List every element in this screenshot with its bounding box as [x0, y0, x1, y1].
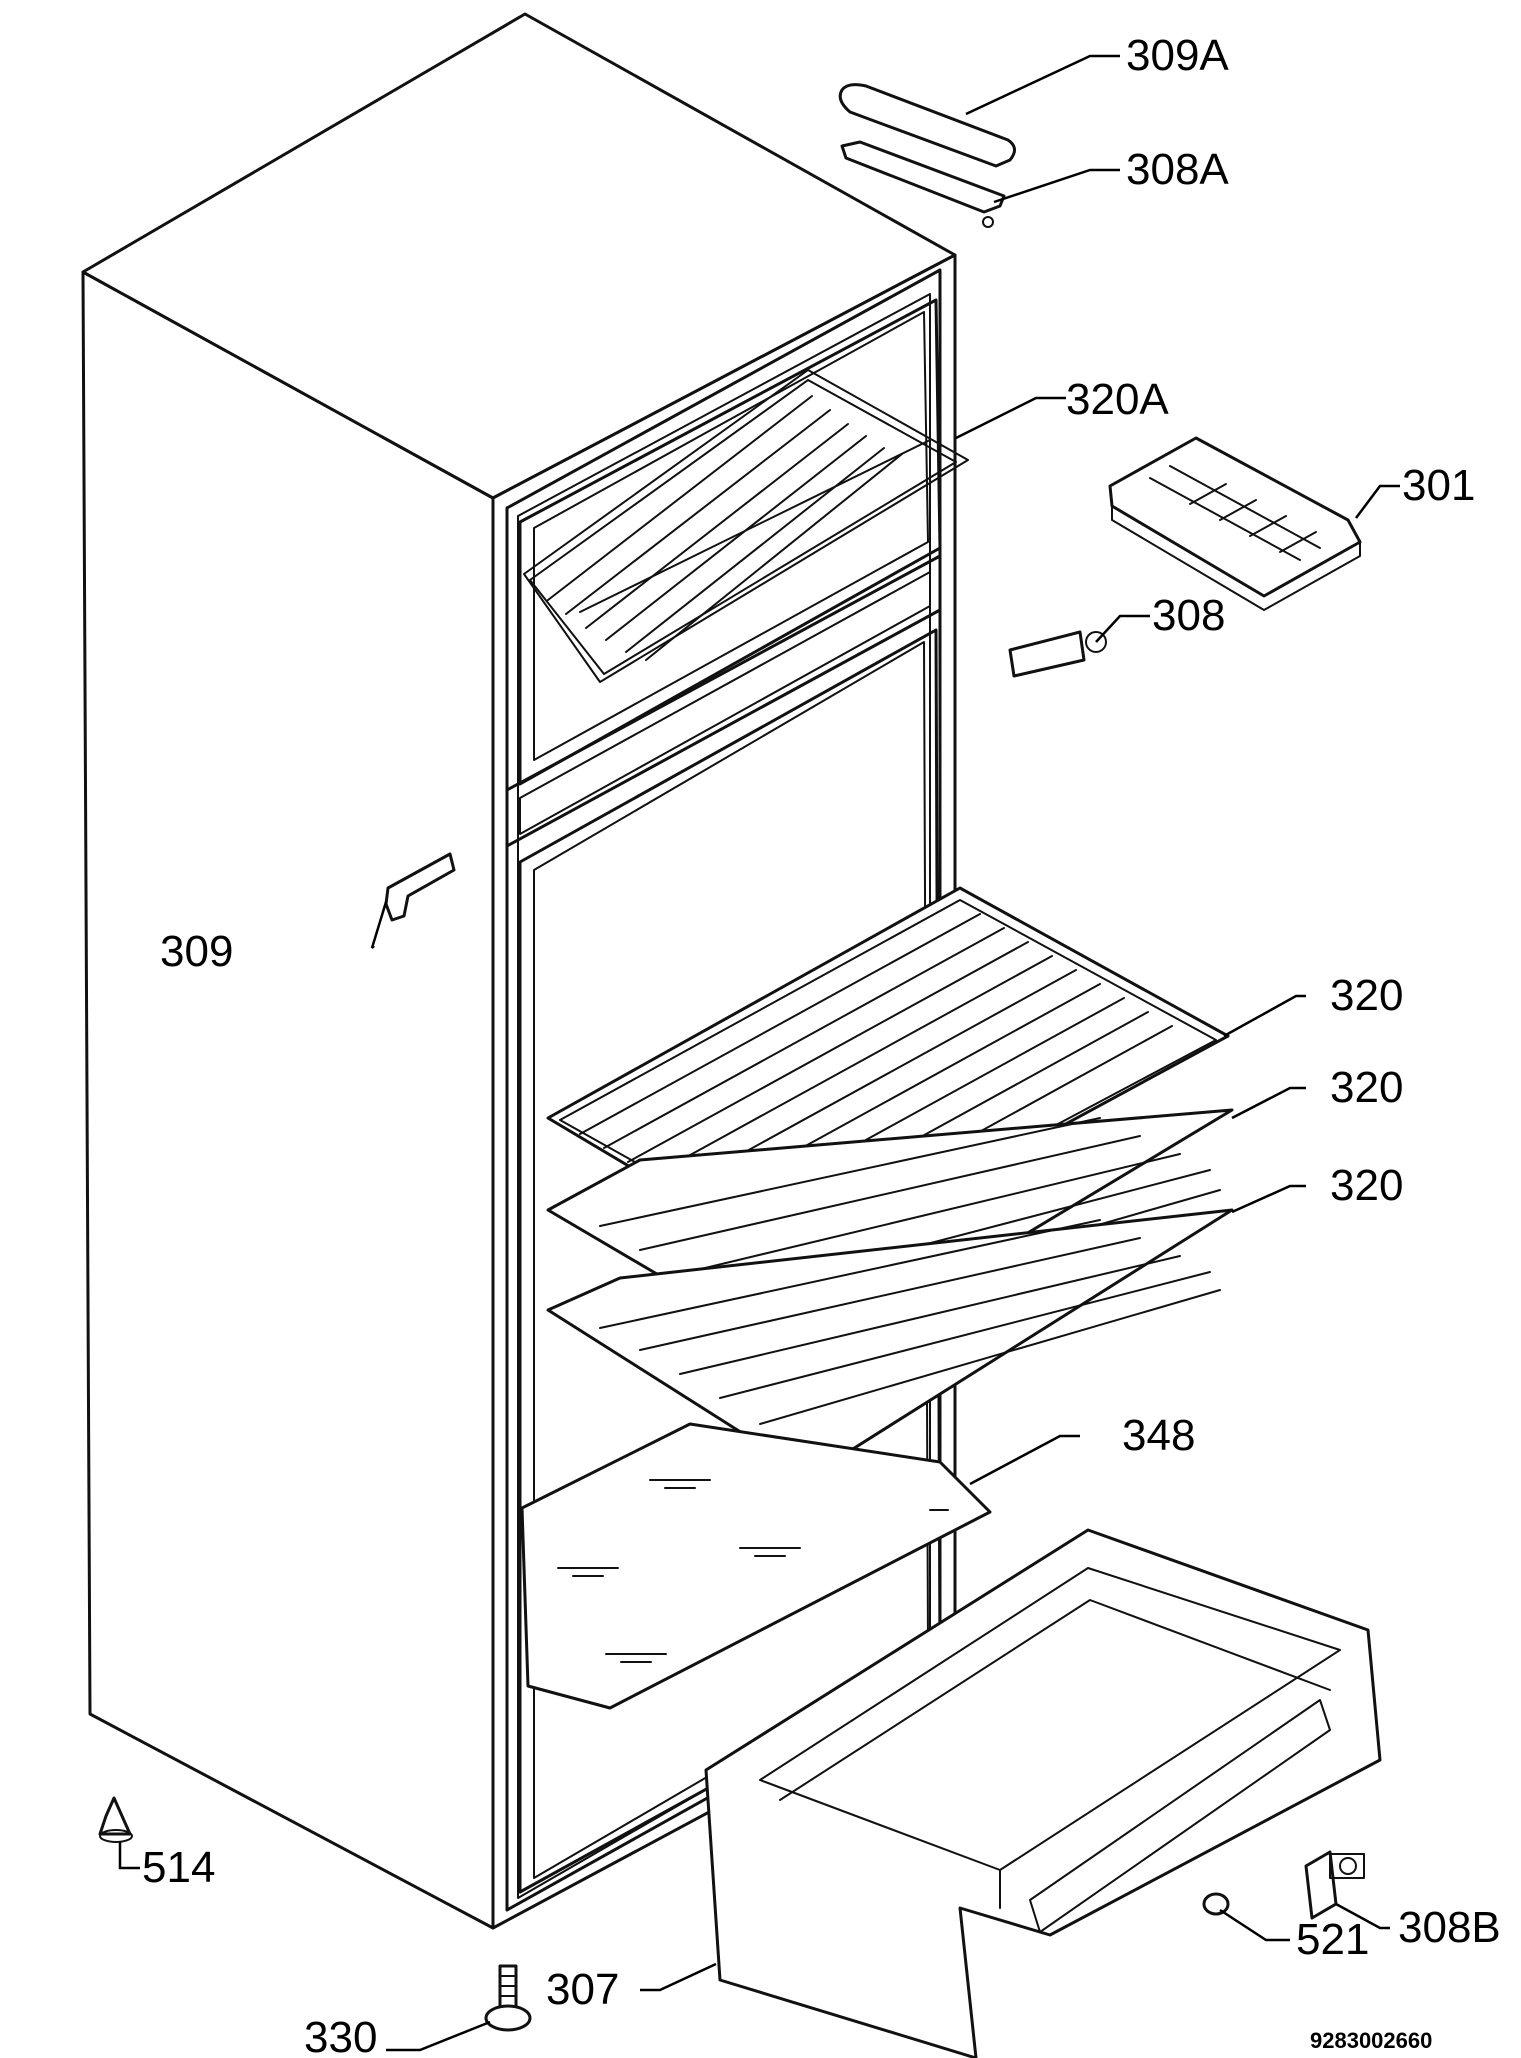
- adjustable-foot-330: [484, 1964, 532, 2032]
- part-label-514: 514: [142, 1843, 215, 1892]
- hinge-cover-309a: [838, 83, 1016, 168]
- hinge-308a: [840, 140, 1006, 228]
- document-number: 9283002660: [1310, 2028, 1432, 2053]
- ice-tray-301: [1108, 436, 1362, 611]
- part-label-348: 348: [1122, 1411, 1195, 1460]
- part-label-308b: 308B: [1398, 1903, 1501, 1952]
- middle-hinge-308: [1008, 630, 1107, 678]
- door-stop-309: [384, 852, 456, 922]
- glass-shelf-348: [520, 1422, 992, 1710]
- part-label-320a: 320A: [1066, 375, 1169, 424]
- part-label-308: 308: [1152, 591, 1225, 640]
- fridge-shelf-bottom: [546, 1208, 1234, 1478]
- part-label-330: 330: [304, 2013, 377, 2058]
- part-label-307: 307: [546, 1965, 619, 2014]
- part-label-309a: 309A: [1126, 31, 1229, 80]
- part-label-320-bottom: 320: [1330, 1161, 1403, 1210]
- part-label-308a: 308A: [1126, 145, 1229, 194]
- part-label-521: 521: [1296, 1915, 1369, 1964]
- part-label-309: 309: [160, 927, 233, 976]
- foot-514: [98, 1796, 133, 1843]
- bottom-hinge-308b: [1304, 1850, 1365, 1920]
- crisper-drawer-307: [704, 1528, 1382, 2058]
- part-label-320-middle: 320: [1330, 1063, 1403, 1112]
- part-label-320-top: 320: [1330, 971, 1403, 1020]
- part-label-301: 301: [1402, 461, 1475, 510]
- freezer-shelf-320a: [523, 369, 969, 683]
- leader-lines: [118, 54, 1400, 2052]
- knob-521: [1202, 1892, 1230, 1916]
